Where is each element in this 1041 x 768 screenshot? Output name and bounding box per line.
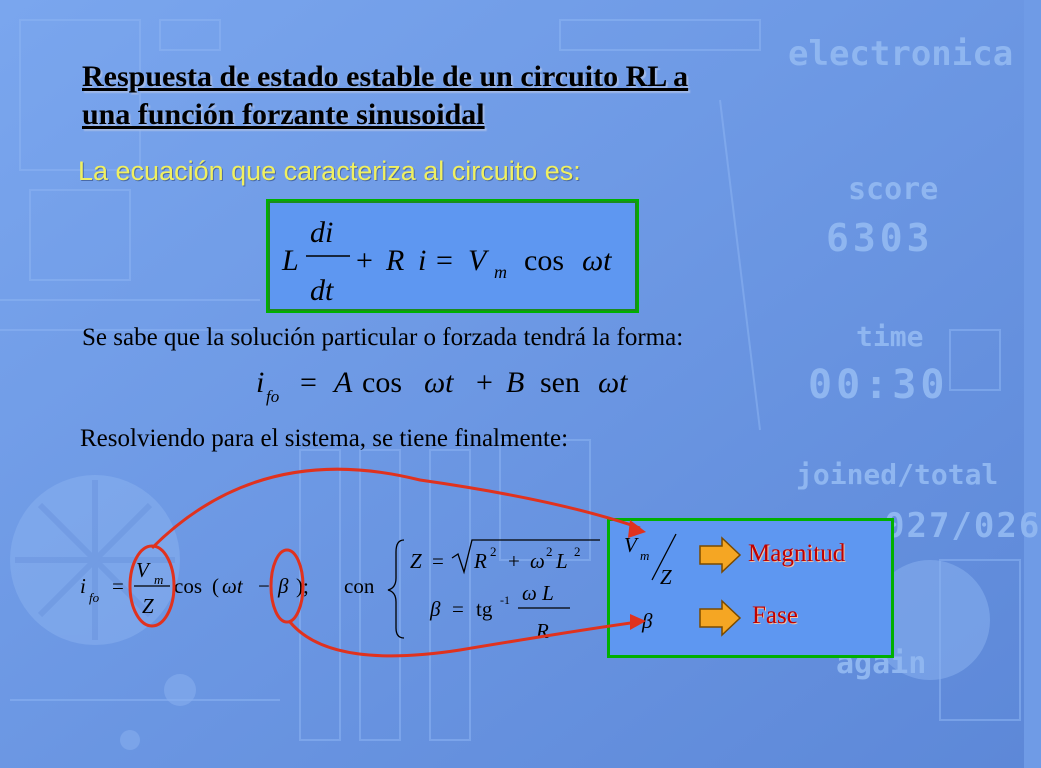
eq-V: V (468, 244, 490, 277)
forced-i: i (256, 366, 264, 399)
sol-V: V (136, 558, 151, 582)
bg-word-joined-total: joined/total (796, 458, 999, 491)
res-V: V (624, 533, 639, 557)
forced-A: A (332, 366, 353, 399)
bdef-R: R (535, 619, 549, 643)
connector-magnitude (150, 467, 641, 550)
sol-open-paren: ( (212, 574, 219, 598)
forced-B: B (506, 366, 524, 399)
sol-cos: cos (174, 574, 202, 598)
slide-title-line1: Respuesta de estado estable de un circui… (82, 60, 689, 93)
text-forced-solution: Se sabe que la solución particular o for… (82, 324, 684, 351)
bg-word-time-value: 00:30 (808, 362, 949, 408)
highlight-phase-ellipse (269, 548, 305, 624)
eq-V-subscript: m (494, 262, 507, 282)
sol-Z: Z (142, 594, 154, 618)
sol-brace (387, 539, 405, 639)
forced-omega-t-2: ωt (598, 366, 628, 399)
arrow-magnitude (699, 536, 742, 574)
zdef-omega-exp: 2 (546, 544, 553, 559)
bdef-tg: tg (476, 597, 493, 621)
sol-minus: − (258, 574, 270, 598)
sol-beta: β (277, 574, 289, 598)
connector-phase-arrowhead (630, 614, 646, 630)
eq-R: R (385, 244, 404, 277)
phase-definition: β = tg -1 ω L R (429, 581, 570, 643)
arrow-right-icon (699, 536, 742, 574)
slide-title: Respuesta de estado estable de un circui… (82, 58, 902, 134)
result-expressions: V m Z β (624, 533, 677, 633)
sol-V-subscript: m (154, 572, 163, 587)
res-V-subscript: m (640, 548, 649, 563)
zdef-sqrt (451, 539, 600, 575)
final-solution-equation: i fo = V m Z cos ( ωt − β ); con (80, 539, 405, 639)
zdef-R: R (473, 549, 487, 573)
zdef-equals: = (432, 549, 444, 573)
bg-word-time: time (856, 320, 924, 353)
arrow-phase (699, 599, 742, 637)
zdef-L-exp: 2 (574, 544, 581, 559)
res-slash (651, 533, 677, 581)
impedance-definition: Z = R 2 + ω 2 L 2 (410, 539, 600, 575)
eq-plus: + (356, 244, 373, 277)
forced-sen: sen (540, 366, 580, 399)
bg-word-joined-value: 027/026 (884, 506, 1041, 546)
sol-equals: = (112, 574, 124, 598)
bdef-beta: β (429, 597, 441, 621)
bg-word-electronica: electronica (788, 34, 1014, 74)
eq-di: di (310, 216, 333, 249)
eq-cos: cos (524, 244, 564, 277)
slide-subtitle: La ecuación que caracteriza al circuito … (78, 156, 581, 186)
forced-response-equation: i fo = A cos ωt + B sen ωt (256, 366, 628, 406)
bg-word-score-value: 6303 (826, 216, 934, 260)
connector-phase (288, 620, 639, 658)
forced-cos: cos (362, 366, 402, 399)
res-Z: Z (660, 565, 672, 589)
phase-label: Fase (752, 602, 798, 629)
connector-magnitude-arrowhead (628, 520, 646, 538)
bdef-equals: = (452, 597, 464, 621)
eq-equals: = (436, 244, 453, 277)
bdef-omega-L: ω L (522, 581, 554, 605)
sol-con: con (344, 574, 375, 598)
zdef-L: L (555, 549, 568, 573)
forced-plus: + (476, 366, 493, 399)
magnitude-label: Magnitud (748, 540, 846, 567)
differential-equation: L di dt + R i = V m cos ωt (281, 216, 612, 307)
eq-i: i (418, 244, 426, 277)
zdef-plus: + (508, 549, 520, 573)
bdef-inverse: -1 (500, 593, 510, 607)
res-beta: β (641, 609, 653, 633)
eq-dt: dt (310, 274, 334, 307)
sol-i: i (80, 574, 86, 598)
slide-title-line2: una función forzante sinusoidal (82, 98, 485, 131)
result-box (607, 518, 894, 658)
sol-omega-t: ωt (222, 574, 244, 598)
bg-word-score: score (848, 172, 939, 207)
eq-omega-t: ωt (582, 244, 612, 277)
zdef-omega: ω (530, 549, 545, 573)
sol-i-subscript: fo (89, 590, 100, 605)
forced-i-subscript: fo (266, 387, 279, 406)
eq-L: L (281, 244, 299, 277)
arrow-right-icon (699, 599, 742, 637)
forced-omega-t-1: ωt (424, 366, 454, 399)
text-final-result: Resolviendo para el sistema, se tiene fi… (80, 425, 569, 452)
zdef-Z: Z (410, 549, 422, 573)
forced-equals: = (300, 366, 317, 399)
zdef-R-exp: 2 (490, 544, 497, 559)
